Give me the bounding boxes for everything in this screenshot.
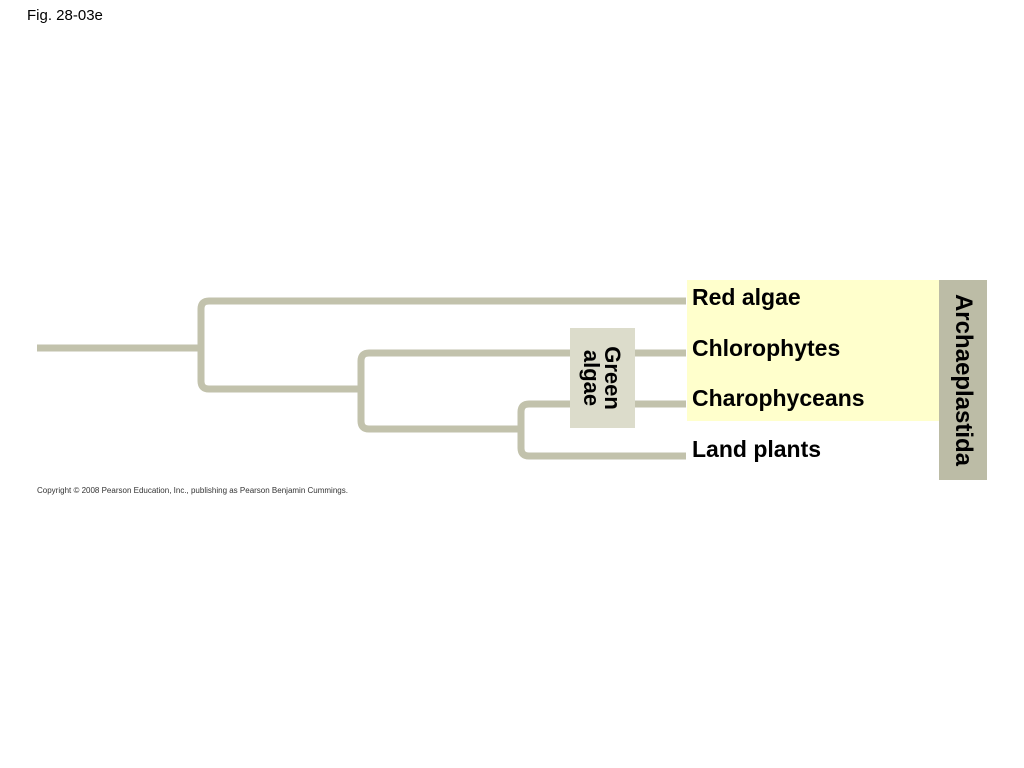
archaeplastida-highlight [687, 280, 939, 421]
taxon-land-plants: Land plants [692, 436, 822, 462]
archaeplastida-bar [939, 280, 987, 480]
taxon-red-algae: Red algae [692, 284, 801, 310]
root-node [197, 297, 210, 393]
green-node [357, 349, 370, 433]
green-algae-box [570, 328, 635, 428]
copyright-text: Copyright © 2008 Pearson Education, Inc.… [37, 486, 348, 495]
strepto-node [517, 400, 530, 460]
taxon-chlorophytes: Chlorophytes [692, 335, 841, 361]
taxon-charophyceans: Charophyceans [692, 385, 865, 411]
green-algae-label: Green algae [579, 346, 625, 410]
archaeplastida-label: Archaeplastida [950, 293, 977, 467]
figure-label: Fig. 28-03e [27, 7, 103, 24]
